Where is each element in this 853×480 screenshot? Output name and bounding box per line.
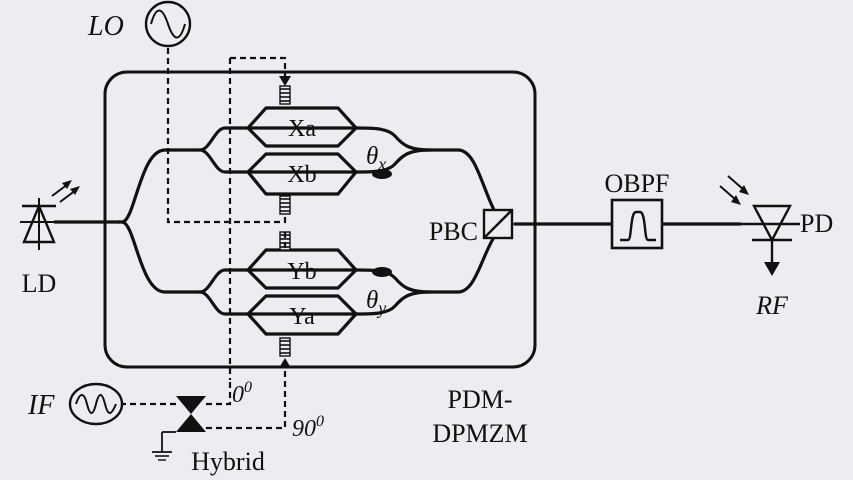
label-phase-0: 00 — [232, 379, 252, 408]
rf-electrode-xb — [280, 196, 290, 214]
label-if: IF — [27, 390, 55, 421]
label-theta-x: θx — [366, 143, 386, 174]
hybrid-0-line — [206, 380, 230, 404]
label-ld: LD — [22, 269, 57, 298]
label-pd: PD — [800, 209, 833, 238]
lo-source — [146, 2, 190, 46]
rf-output-arrow-icon — [764, 262, 780, 276]
rf-electrode-ya — [280, 338, 290, 356]
label-xb: Xb — [287, 162, 316, 188]
obpf — [612, 200, 662, 248]
label-phase-90: 900 — [292, 413, 324, 442]
electrical-paths — [120, 48, 291, 428]
emission-arrows-icon — [52, 180, 80, 202]
label-obpf: OBPF — [604, 169, 669, 198]
if-source — [70, 384, 122, 424]
label-pbc: PBC — [429, 217, 478, 246]
label-theta-y: θy — [366, 287, 386, 318]
label-modulator-line2: DPMZM — [432, 419, 527, 448]
input-splitter — [118, 150, 196, 222]
hybrid-90-line — [206, 368, 285, 428]
label-rf: RF — [755, 291, 789, 320]
label-xa: Xa — [288, 116, 316, 142]
lo-to-xa — [230, 58, 285, 78]
pbc — [484, 210, 512, 238]
label-hybrid: Hybrid — [191, 447, 265, 476]
phase-bias-y — [372, 267, 392, 277]
label-yb: Yb — [287, 259, 316, 285]
rf-electrode-xa — [280, 86, 290, 104]
label-ya: Ya — [289, 304, 315, 330]
label-modulator-line1: PDM- — [447, 385, 512, 414]
lo-line — [168, 48, 285, 222]
label-lo: LO — [87, 11, 124, 42]
photodiode — [720, 176, 800, 276]
incident-light-arrows-icon — [720, 176, 749, 205]
